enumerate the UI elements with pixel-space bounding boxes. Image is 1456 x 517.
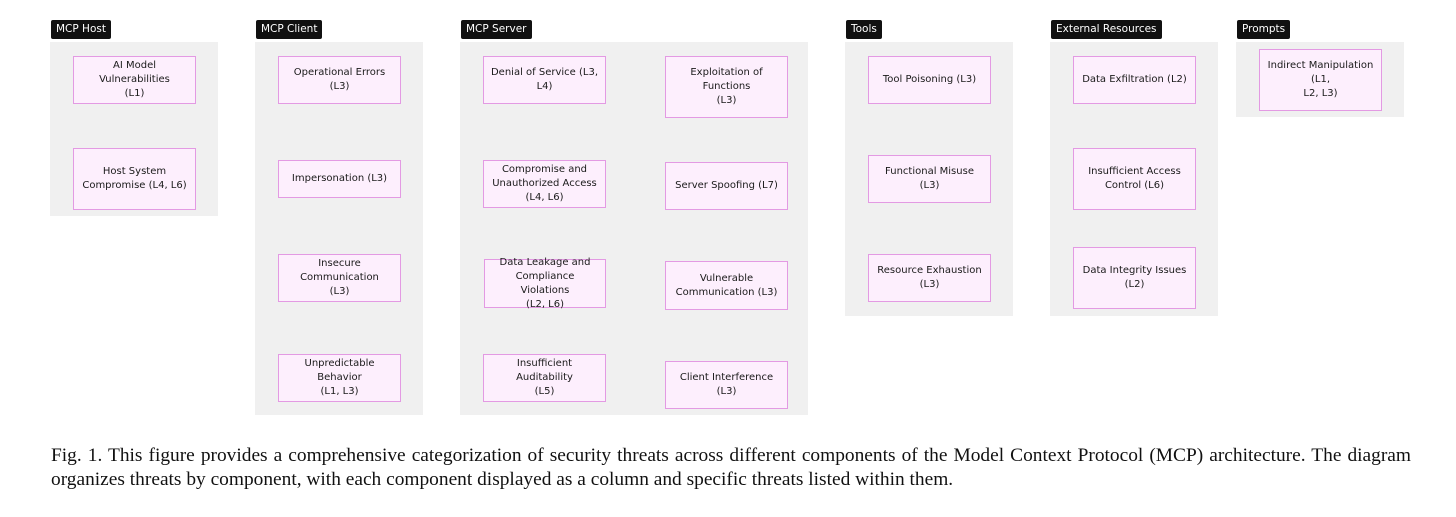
figure-caption: Fig. 1. This figure provides a comprehen… bbox=[51, 445, 1411, 490]
threat-unpredictable-behavior: Unpredictable Behavior (L1, L3) bbox=[278, 354, 401, 402]
group-label-prompts: Prompts bbox=[1237, 20, 1291, 39]
threat-insufficient-access-control: Insufficient Access Control (L6) bbox=[1073, 148, 1196, 210]
threat-vulnerable-communication: Vulnerable Communication (L3) bbox=[665, 261, 788, 310]
threat-data-integrity-issues: Data Integrity Issues (L2) bbox=[1073, 247, 1196, 309]
threat-resource-exhaustion: Resource Exhaustion (L3) bbox=[868, 254, 991, 302]
threat-impersonation: Impersonation (L3) bbox=[278, 160, 401, 198]
threat-functional-misuse: Functional Misuse (L3) bbox=[868, 155, 991, 203]
threat-ai-model-vulnerabilities: AI Model Vulnerabilities (L1) bbox=[73, 56, 196, 104]
threat-client-interference: Client Interference (L3) bbox=[665, 361, 788, 409]
threat-denial-of-service: Denial of Service (L3, L4) bbox=[483, 56, 606, 104]
threat-server-spoofing: Server Spoofing (L7) bbox=[665, 162, 788, 210]
panel-mcp-client bbox=[255, 42, 423, 415]
threat-insufficient-auditability: Insufficient Auditability (L5) bbox=[483, 354, 606, 402]
threat-host-system-compromise: Host System Compromise (L4, L6) bbox=[73, 148, 196, 210]
threat-data-leakage-compliance: Data Leakage and Compliance Violations (… bbox=[484, 257, 606, 310]
threat-exploitation-of-functions: Exploitation of Functions (L3) bbox=[665, 56, 788, 118]
threat-tool-poisoning: Tool Poisoning (L3) bbox=[868, 56, 991, 104]
threat-compromise-unauthorized-access: Compromise and Unauthorized Access (L4, … bbox=[483, 160, 606, 208]
group-label-external-resources: External Resources bbox=[1051, 20, 1162, 39]
group-label-mcp-client: MCP Client bbox=[256, 20, 323, 39]
threat-indirect-manipulation: Indirect Manipulation (L1, L2, L3) bbox=[1259, 49, 1382, 111]
threat-operational-errors: Operational Errors (L3) bbox=[278, 56, 401, 104]
group-label-tools: Tools bbox=[846, 20, 882, 39]
group-label-mcp-server: MCP Server bbox=[461, 20, 532, 39]
threat-insecure-communication: Insecure Communication (L3) bbox=[278, 254, 401, 302]
threat-data-exfiltration: Data Exfiltration (L2) bbox=[1073, 56, 1196, 104]
group-label-mcp-host: MCP Host bbox=[51, 20, 111, 39]
